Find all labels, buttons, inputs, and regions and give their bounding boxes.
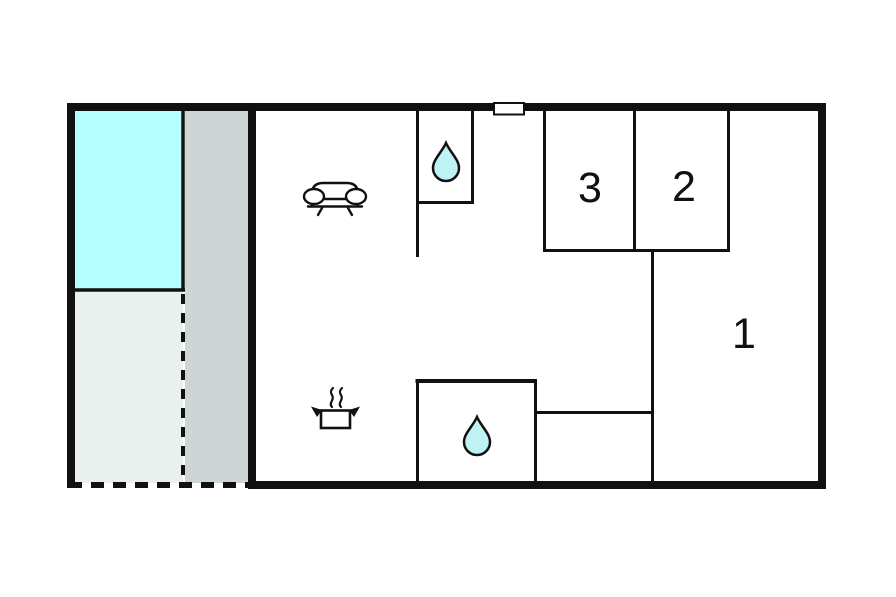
patio-area: [75, 292, 183, 483]
sofa-icon: [302, 181, 368, 217]
window-marker: [493, 102, 525, 116]
pool-area: [75, 111, 181, 289]
sofa-leg-left: [316, 206, 324, 217]
pot-body: [319, 409, 352, 430]
room-2-label: 2: [672, 163, 696, 211]
sofa-armrest-left: [302, 187, 326, 206]
sofa-armrest-right: [344, 187, 368, 206]
pot-handle-right: [349, 406, 360, 417]
water-drop-icon: [462, 413, 492, 457]
room-1-label: 1: [732, 310, 756, 358]
sofa-leg-right: [346, 206, 354, 217]
cooking-pot-icon: [311, 386, 360, 430]
room-3-label: 3: [578, 164, 602, 212]
pot-handle-left: [311, 406, 322, 417]
steam-line: [329, 386, 335, 409]
steam-line: [338, 386, 344, 409]
deck-area: [185, 111, 249, 483]
water-drop-icon: [431, 139, 461, 183]
